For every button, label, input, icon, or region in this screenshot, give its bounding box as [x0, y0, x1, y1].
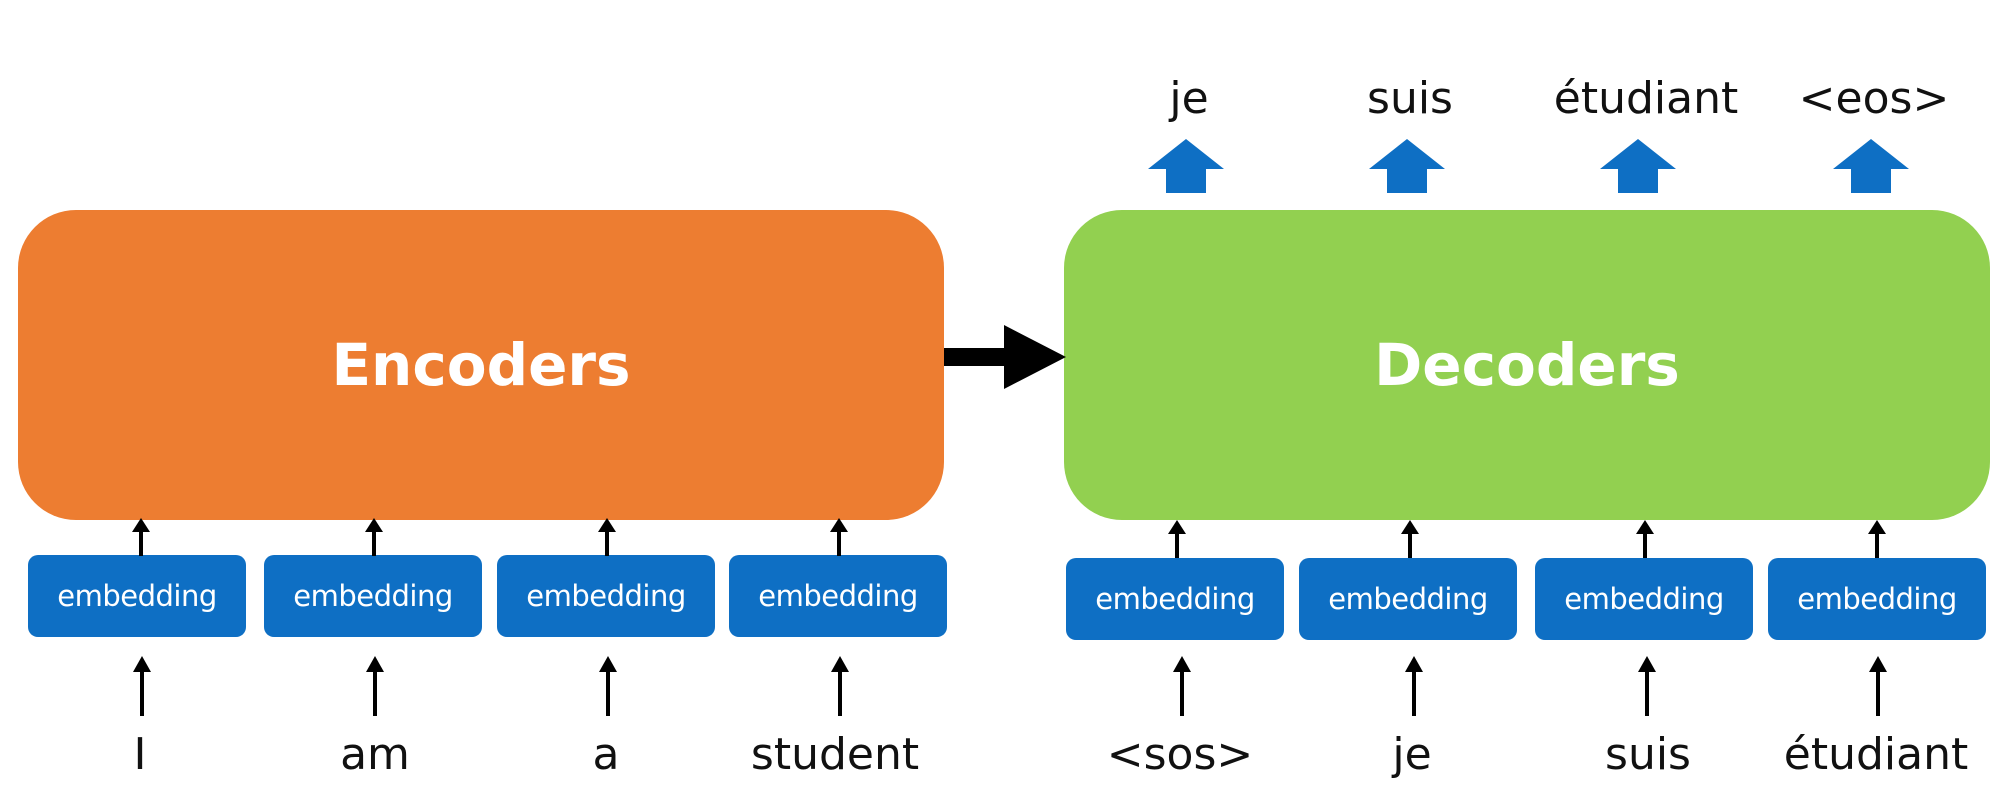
up-arrow-icon — [598, 518, 616, 556]
up-arrow-icon — [1868, 520, 1886, 558]
decoder-block: Decoders — [1064, 210, 1990, 520]
decoder-input-word: <sos> — [1106, 729, 1254, 780]
encoder-embedding-1: embedding — [28, 555, 246, 637]
decoder-embedding-3: embedding — [1535, 558, 1753, 640]
decoder-input-word: étudiant — [1783, 729, 1969, 780]
encoder-input-word: student — [750, 729, 920, 780]
up-arrow-icon — [599, 656, 617, 716]
embedding-label: embedding — [526, 579, 686, 613]
encoder-input-word: I — [133, 729, 147, 780]
blue-up-arrow-icon — [1369, 139, 1445, 193]
decoder-label: Decoders — [1374, 331, 1680, 399]
blue-up-arrow-icon — [1148, 139, 1224, 193]
encoder-embedding-3: embedding — [497, 555, 715, 637]
up-arrow-icon — [1636, 520, 1654, 558]
decoder-output-word: suis — [1367, 73, 1453, 124]
up-arrow-icon — [1638, 656, 1656, 716]
up-arrow-icon — [1869, 656, 1887, 716]
decoder-output-word: je — [1169, 73, 1209, 124]
embedding-label: embedding — [1095, 582, 1255, 616]
up-arrow-icon — [132, 518, 150, 556]
up-arrow-icon — [1401, 520, 1419, 558]
embedding-label: embedding — [758, 579, 918, 613]
encoder-embedding-2: embedding — [264, 555, 482, 637]
up-arrow-icon — [133, 656, 151, 716]
decoder-input-word: je — [1392, 729, 1432, 780]
up-arrow-icon — [366, 656, 384, 716]
embedding-label: embedding — [1328, 582, 1488, 616]
embedding-label: embedding — [1797, 582, 1957, 616]
decoder-output-word: <eos> — [1798, 73, 1950, 124]
blue-up-arrow-icon — [1833, 139, 1909, 193]
up-arrow-icon — [1173, 656, 1191, 716]
blue-up-arrow-icon — [1600, 139, 1676, 193]
right-arrow-icon — [944, 325, 1066, 389]
encoder-embedding-4: embedding — [729, 555, 947, 637]
up-arrow-icon — [1405, 656, 1423, 716]
up-arrow-icon — [830, 518, 848, 556]
decoder-output-word: étudiant — [1553, 73, 1739, 124]
embedding-label: embedding — [1564, 582, 1724, 616]
up-arrow-icon — [365, 518, 383, 556]
up-arrow-icon — [831, 656, 849, 716]
decoder-embedding-2: embedding — [1299, 558, 1517, 640]
decoder-input-word: suis — [1605, 729, 1691, 780]
embedding-label: embedding — [57, 579, 217, 613]
embedding-label: embedding — [293, 579, 453, 613]
up-arrow-icon — [1168, 520, 1186, 558]
decoder-embedding-1: embedding — [1066, 558, 1284, 640]
encoder-label: Encoders — [331, 331, 631, 399]
encoder-input-word: a — [592, 729, 620, 780]
decoder-embedding-4: embedding — [1768, 558, 1986, 640]
encoder-input-word: am — [340, 729, 410, 780]
encoder-block: Encoders — [18, 210, 944, 520]
